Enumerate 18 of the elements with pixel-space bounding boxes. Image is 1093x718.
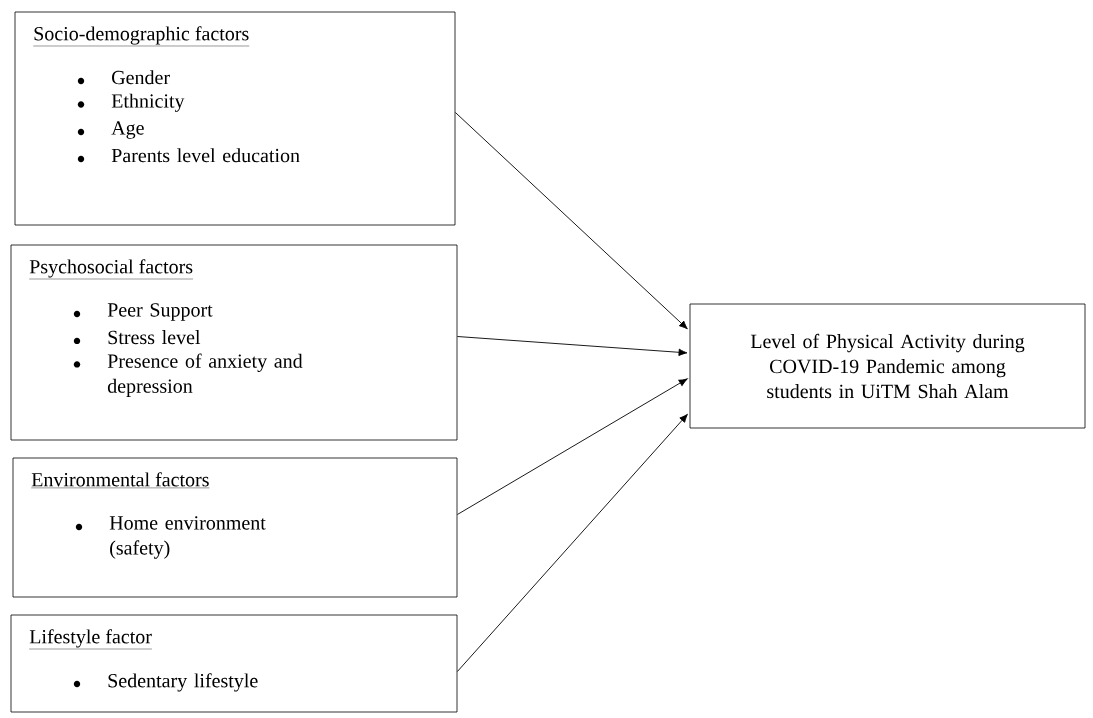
heading: Lifestyle factor [29, 629, 153, 650]
arrow [456, 336, 688, 356]
bullet-item: Gender [77, 70, 170, 85]
bullet-item: Stress level [73, 330, 201, 345]
arrow [454, 112, 688, 330]
heading: Socio-demographic factors [33, 26, 250, 47]
bullet-item: Sedentary lifestyle [73, 673, 258, 692]
bullet-item: Parents level education [77, 148, 300, 163]
arrow [456, 413, 688, 672]
bullet-item: Peer Support [73, 303, 213, 321]
bullet-item: Home environment (safety) [75, 516, 266, 559]
bullet-item: Presence of anxiety and depression [73, 353, 303, 397]
bullet-item: Ethnicity [77, 93, 185, 112]
outcome-box: Level of Physical Activity during COVID-19 Pandemic among students in UiTM Shah Alam [689, 303, 1086, 429]
heading: Environmental factors [31, 472, 210, 489]
bullet-item: Age [77, 121, 144, 139]
arrow [456, 378, 688, 515]
heading: Psychosocial factors [29, 259, 194, 280]
